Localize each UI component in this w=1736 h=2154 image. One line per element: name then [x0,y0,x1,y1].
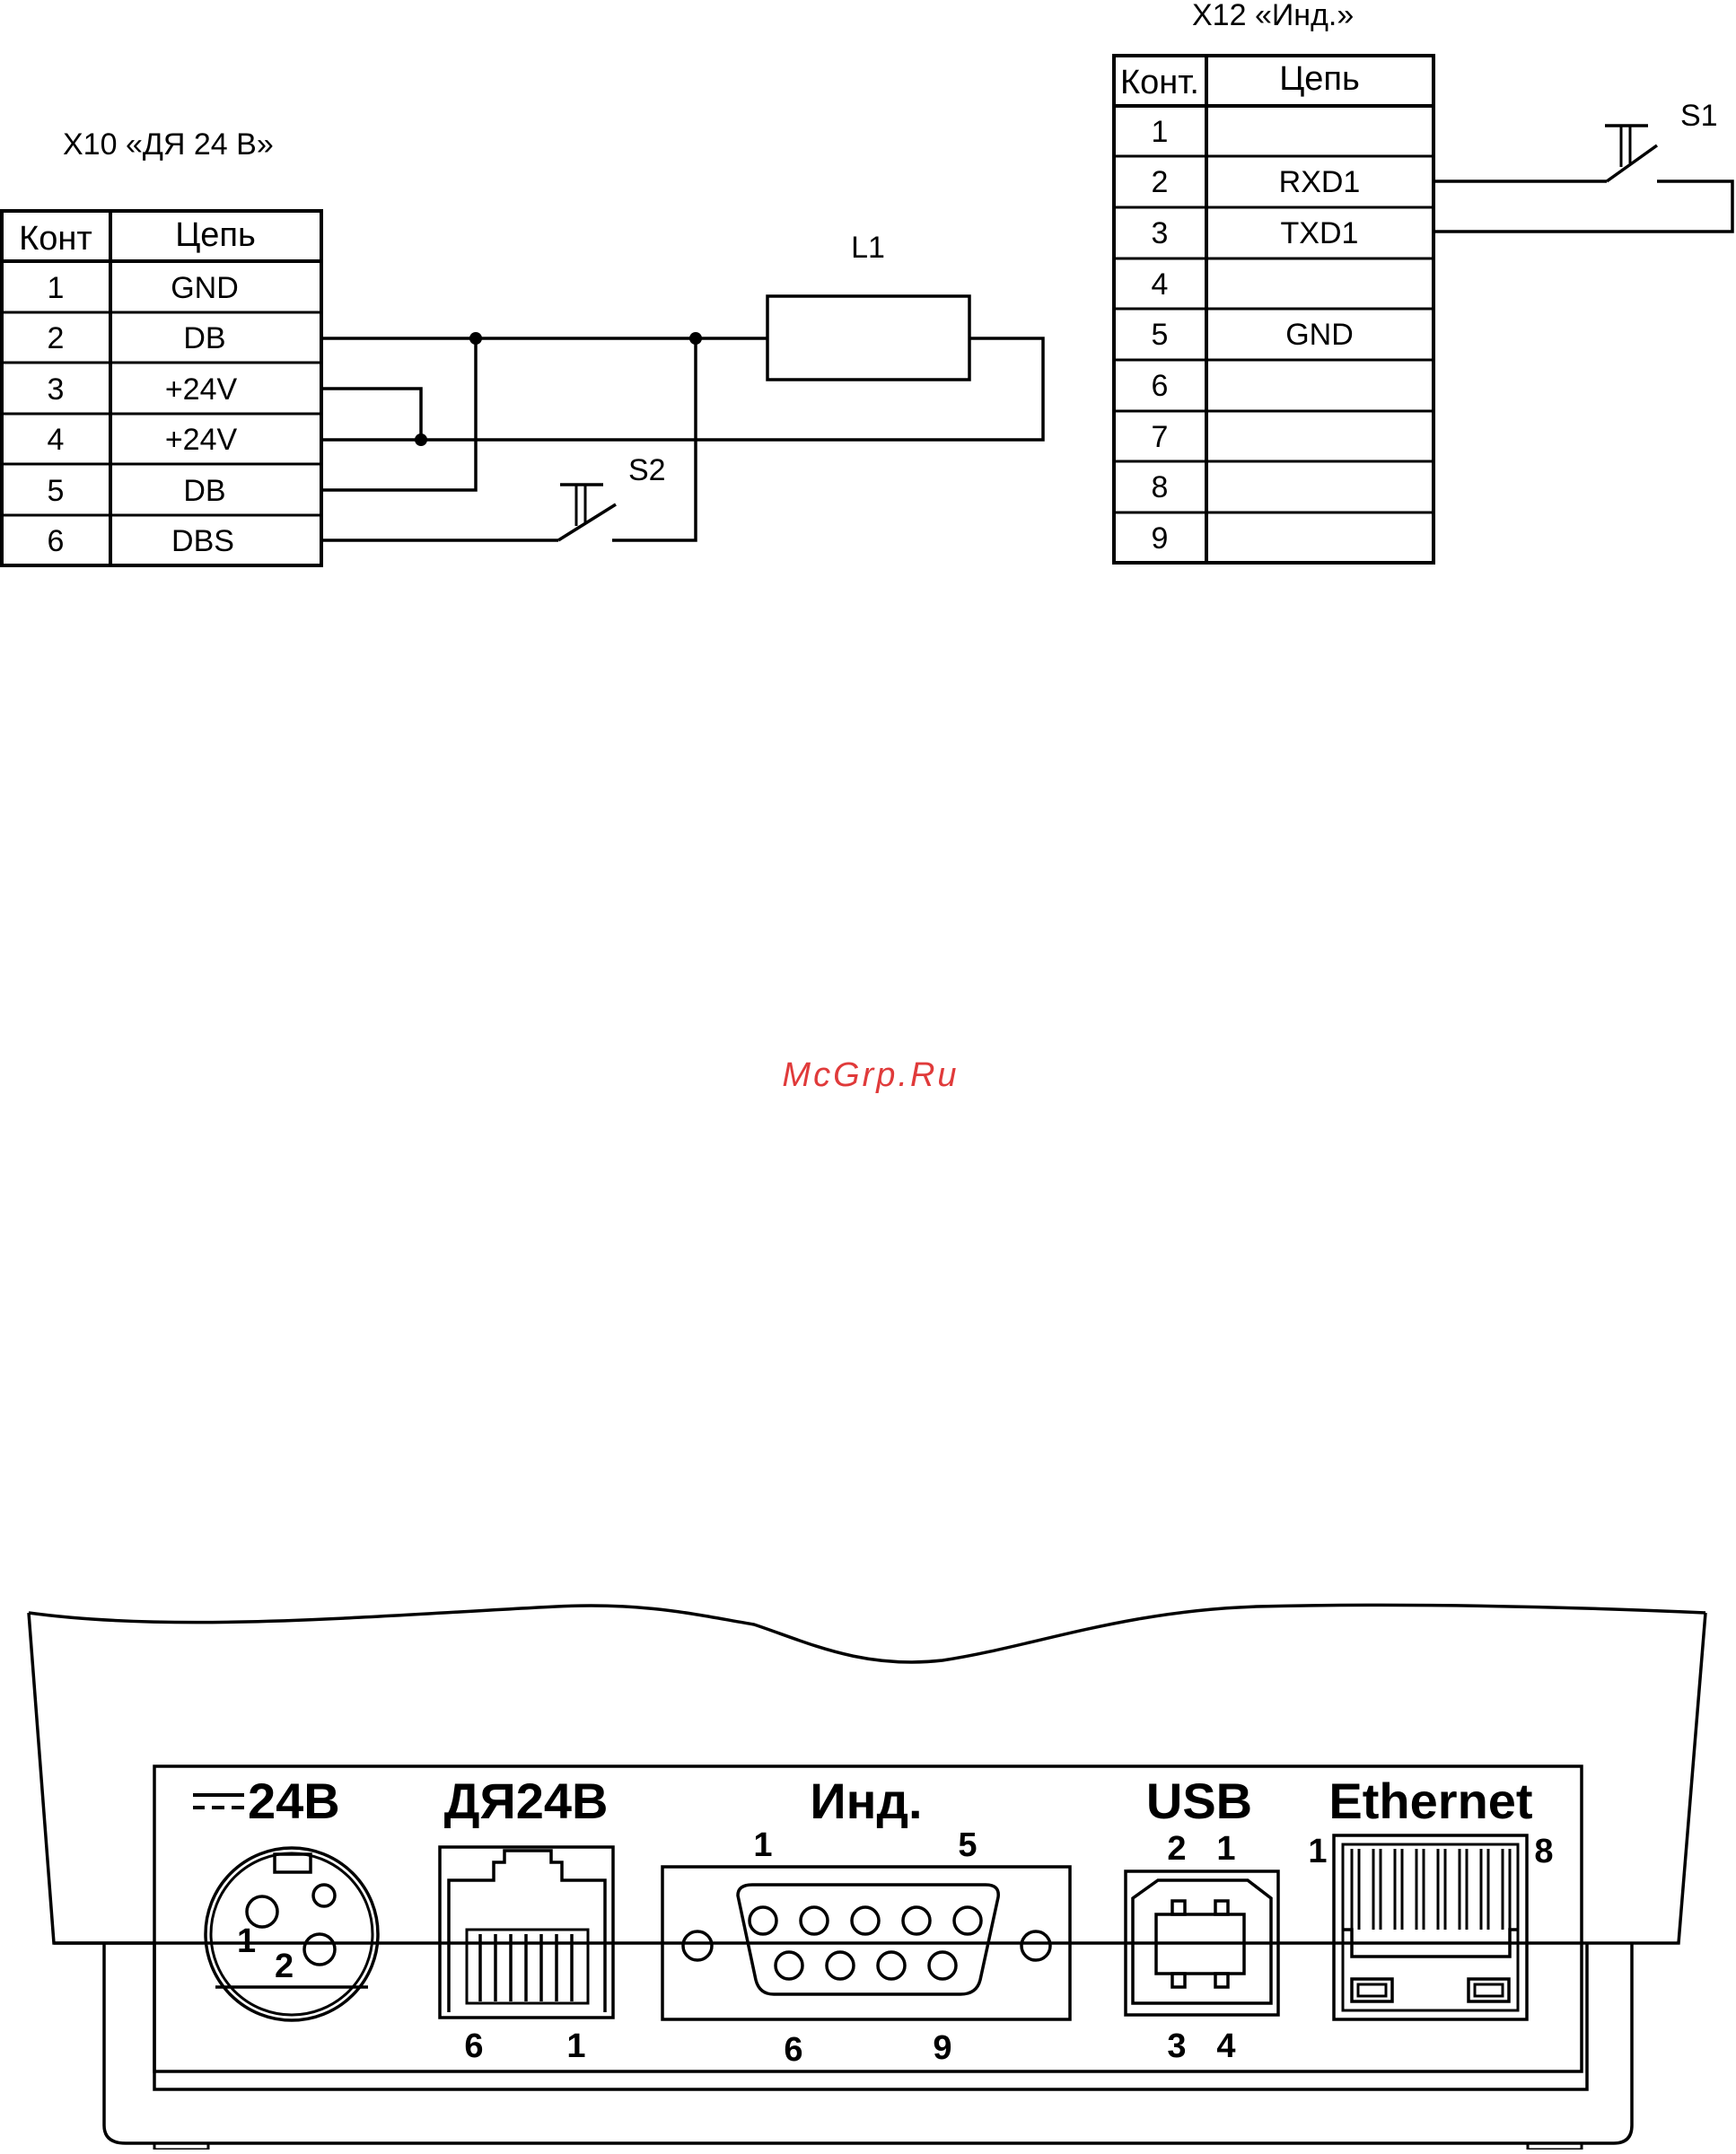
s2-switch-contact [558,504,616,540]
ethernet-contacts [1352,1849,1510,1930]
usb-pin-1: 1 [1216,1830,1235,1868]
x10-pin-5: 5 [48,474,65,508]
ind-pin-5: 5 [958,1826,977,1864]
usb-label: USB [1146,1773,1252,1829]
x10-pin-1: 1 [48,271,65,305]
x12-pin-2: 2 [1152,165,1169,199]
x10-net-2: DB [183,321,225,355]
s1-label: S1 [1680,99,1718,133]
x12-pin-3: 3 [1152,216,1169,250]
dc-symbol-icon [193,1795,244,1808]
x12-pin-9: 9 [1152,521,1169,556]
x10-pin-3: 3 [48,372,65,407]
junction-dot [415,433,427,446]
x12-connector-table: X12 «Инд.» Конт. Цепь 1 2 RXD1 3 TXD1 4 … [1114,0,1434,563]
x12-header-pin: Конт. [1120,64,1199,101]
x10-header-net: Цепь [175,216,256,254]
x12-pin-6: 6 [1152,369,1169,403]
x12-net-2: RXD1 [1279,165,1361,199]
s2-label: S2 [628,453,666,487]
power-pin-2: 2 [275,1948,294,1985]
ind-db9-connector: Инд. 1 5 6 9 [662,1773,1070,2069]
x12-net-5: GND [1285,318,1354,352]
s1-pushbutton-icon [1605,126,1648,167]
usb-pin-3: 3 [1167,2027,1186,2065]
junction-dot [469,332,482,345]
x10-pin-2: 2 [48,321,65,355]
x12-pin-8: 8 [1152,470,1169,504]
x10-pin-4: 4 [48,423,65,457]
x10-title: X10 «ДЯ 24 В» [63,127,274,162]
device-rear-panel: 24В 1 2 ДЯ24В [29,1605,1705,2150]
x10-net-3: +24V [165,372,238,407]
dya24v-contacts [480,1934,572,2001]
ethernet-label: Ethernet [1328,1773,1532,1829]
x10-net-4: +24V [165,423,238,457]
x12-pin-1: 1 [1152,115,1169,149]
power-pin-1: 1 [237,1922,256,1960]
dya24v-pin-6: 6 [464,2027,483,2065]
usb-connector: USB 2 1 3 4 [1126,1773,1278,2065]
s2-pushbutton-icon [560,485,603,526]
dya24v-label: ДЯ24В [444,1773,609,1829]
x12-pin-7: 7 [1152,420,1169,454]
usb-pin-2: 2 [1167,1830,1186,1868]
ind-pin-6: 6 [784,2031,802,2069]
power-connector: 24В 1 2 [193,1773,378,2020]
ethernet-pin-1: 1 [1308,1833,1327,1870]
ind-pin-1: 1 [753,1826,772,1864]
x10-pin-6: 6 [48,524,65,558]
l1-component [767,296,969,380]
x12-net-3: TXD1 [1281,216,1359,250]
watermark: McGrp.Ru [782,1056,959,1094]
housing-top-edge [29,1605,1705,1662]
x12-title: X12 «Инд.» [1192,0,1354,32]
dya24v-connector: ДЯ24В 6 1 [440,1773,613,2065]
ethernet-pin-8: 8 [1534,1833,1553,1870]
x10-connector-table: X10 «ДЯ 24 В» Конт Цепь 1 GND 2 DB 3 +24… [2,127,321,565]
x12-pin-5: 5 [1152,318,1169,352]
dya24v-pin-1: 1 [566,2027,585,2065]
housing-base [104,1943,1632,2143]
x10-net-5: DB [183,474,225,508]
ethernet-connector: Ethernet [1308,1773,1553,2019]
x12-header-net: Цепь [1279,60,1360,98]
x10-net-1: GND [171,271,239,305]
ind-pin-9: 9 [933,2029,951,2067]
x12-wiring: S1 [1434,99,1732,232]
x12-pin-4: 4 [1152,267,1169,302]
power-label: 24В [248,1773,340,1829]
x10-net-6: DBS [171,524,234,558]
l1-label: L1 [851,231,885,265]
junction-dot [689,332,702,345]
usb-pin-4: 4 [1216,2027,1235,2065]
s1-switch-contact [1607,145,1657,181]
x10-header-pin: Конт [19,220,92,258]
x10-wiring: L1 S2 [321,231,1043,540]
ind-label: Инд. [810,1773,922,1829]
